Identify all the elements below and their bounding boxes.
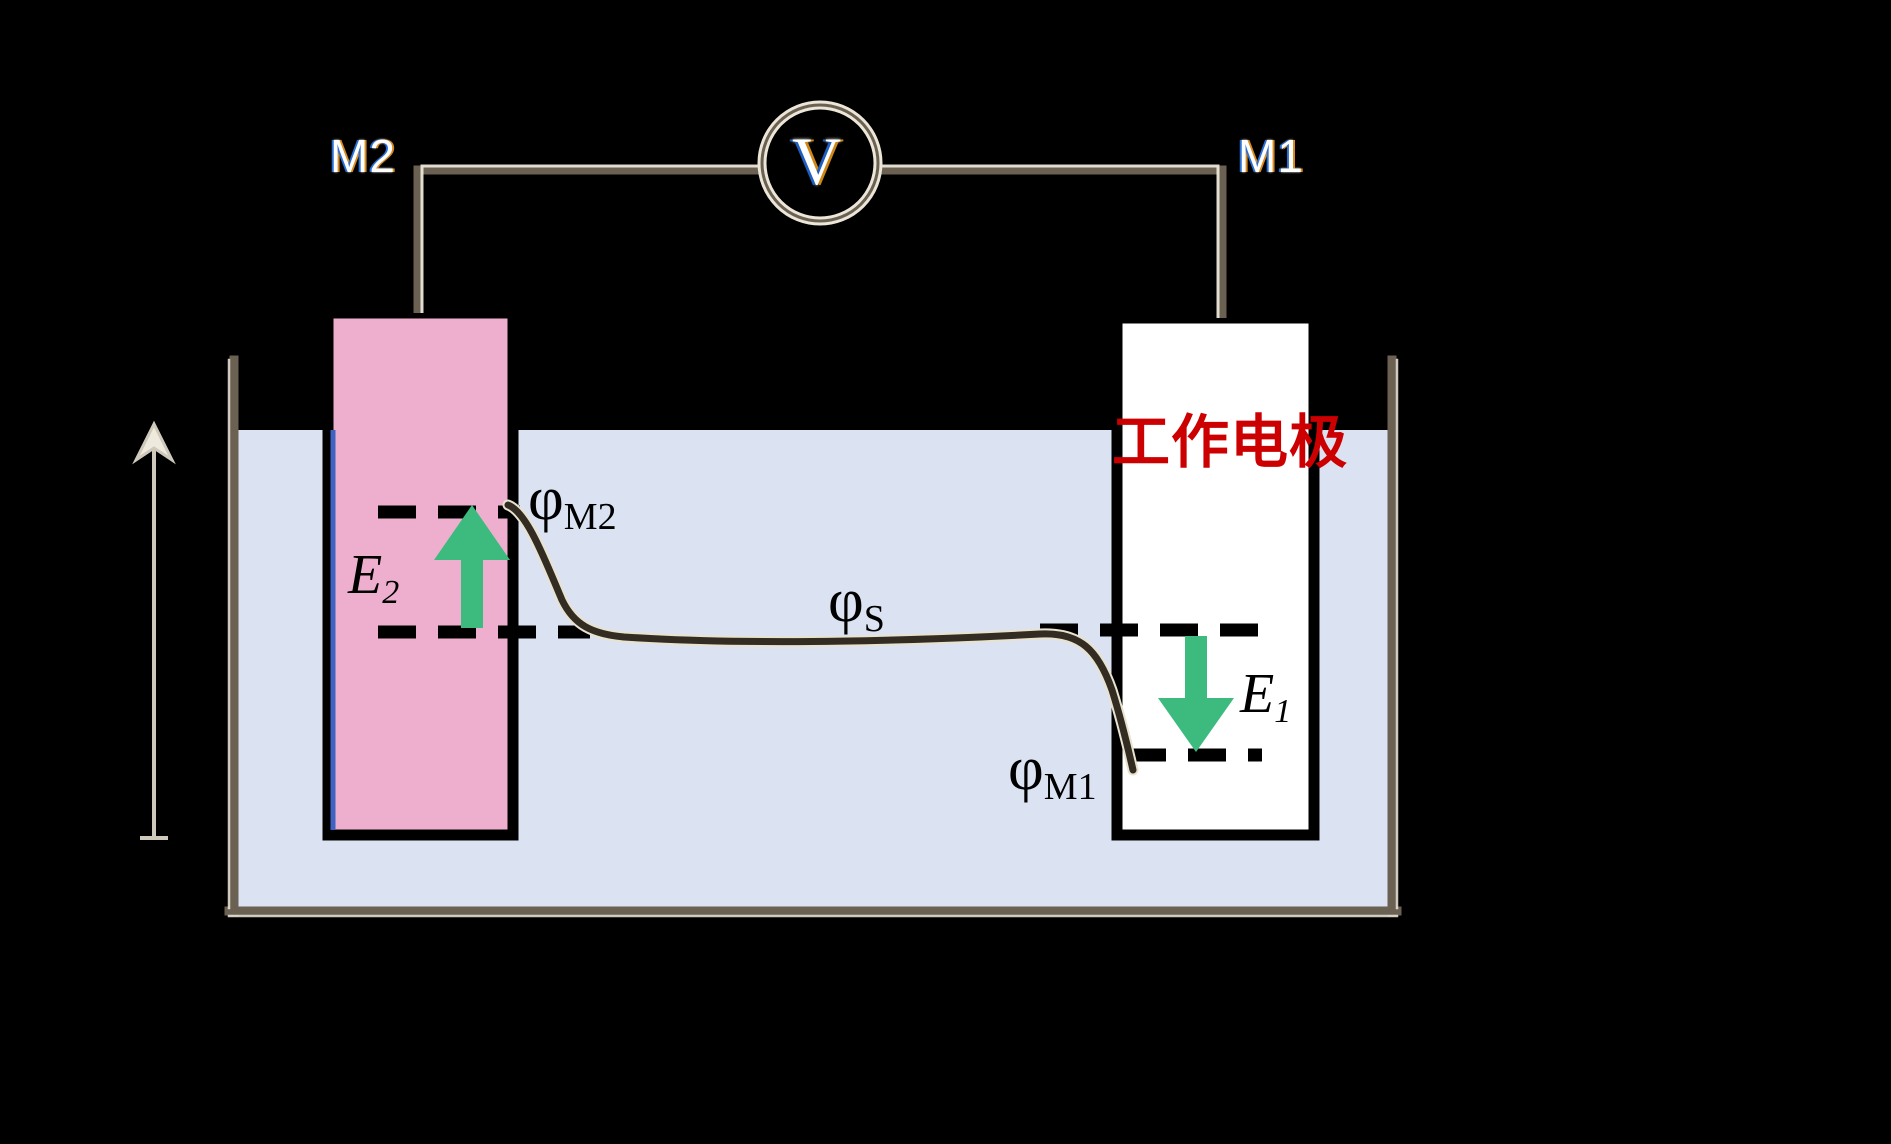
phi-s-label: φS: [828, 567, 885, 638]
energy-arrow-e2: [434, 505, 510, 628]
phi-s-symbol: φ: [828, 567, 864, 635]
phi-m1-label: φM1: [1008, 735, 1097, 806]
energy-label-e2: E2: [348, 544, 399, 610]
voltmeter-symbol: V: [792, 123, 842, 199]
cell-container: [224, 355, 1402, 917]
phi-m2-subscript: M2: [563, 496, 617, 538]
terminal-label-m2: M2: [330, 130, 396, 182]
potential-axis: [132, 420, 176, 840]
voltmeter-circle-inner: [760, 103, 880, 223]
phi-m1-symbol: φ: [1008, 735, 1044, 803]
circuit-wiring-highlight: [420, 164, 1220, 318]
energy-e2-symbol: E: [348, 544, 383, 606]
energy-e2-subscript: 2: [382, 574, 400, 611]
energy-arrow-e1: [1158, 636, 1234, 752]
energy-e1-symbol: E: [1240, 663, 1275, 725]
terminal-label-m1: M1: [1238, 130, 1304, 182]
energy-label-e1: E1: [1240, 663, 1291, 729]
circuit-wiring: [413, 165, 1227, 318]
working-electrode-annotation: 工作电极: [1112, 408, 1349, 476]
cell-container-highlight: [227, 358, 1399, 918]
energy-e1-subscript: 1: [1274, 693, 1292, 730]
phi-m2-label: φM2: [528, 465, 617, 536]
phi-s-subscript: S: [863, 598, 885, 640]
potential-profile-curve-core: [504, 501, 1137, 774]
phi-m2-symbol: φ: [528, 465, 564, 533]
phi-m1-subscript: M1: [1043, 766, 1097, 808]
